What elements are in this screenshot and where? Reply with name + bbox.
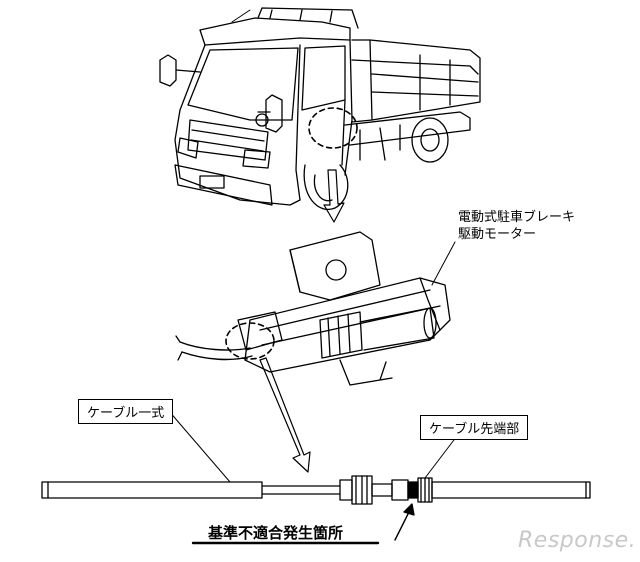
truck-down-arrow [323, 169, 345, 223]
motor-leader-line [431, 241, 456, 286]
motor-label-line2: 駆動モーター [458, 227, 537, 242]
truck-highlight-circle [308, 107, 358, 149]
motor-label-line1: 電動式駐車ブレーキ [458, 210, 576, 225]
defect-pointer-arrow [394, 509, 411, 541]
cable-illustration [41, 475, 591, 505]
cable-assembly-leader-line [167, 409, 231, 483]
motor-assembly-illustration [237, 231, 451, 386]
cable-down-arrow [259, 357, 311, 473]
response-watermark: Response. [518, 528, 637, 553]
defect-location-label: 基準不適合発生箇所 [208, 524, 344, 542]
truck-illustration [159, 7, 481, 211]
cable-assembly-label: ケーブル一式 [78, 399, 174, 424]
cable-tip-label: ケーブル先端部 [420, 415, 529, 440]
motor-highlight-circle [225, 322, 275, 360]
